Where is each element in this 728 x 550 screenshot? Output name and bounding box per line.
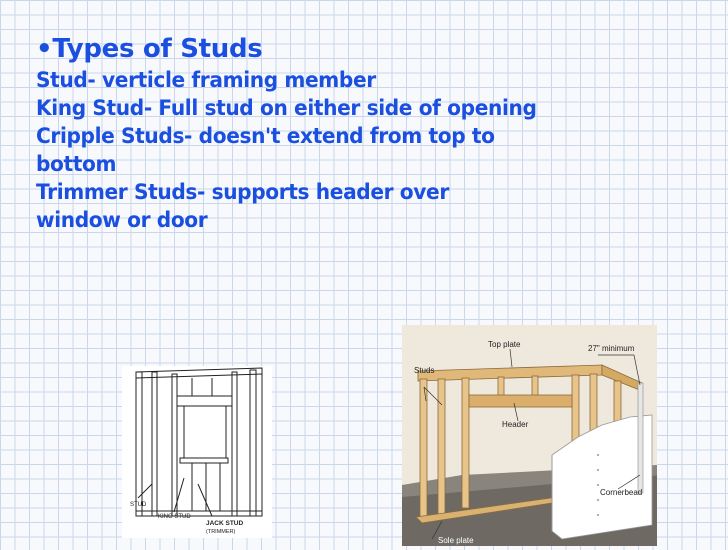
studs-label: Studs <box>414 366 434 375</box>
line-cripple-studs-cont: bottom <box>36 152 117 176</box>
king-stud-label: KING STUD <box>158 514 191 520</box>
minimum-label: 27" minimum <box>588 344 635 353</box>
header-label: Header <box>502 420 529 429</box>
wall-framing-line-drawing: STUD KING STUD JACK STUD (TRIMMER) <box>122 366 272 538</box>
slide-title: •Types of Studs <box>36 34 263 64</box>
line-cripple-studs: Cripple Studs- doesn't extend from top t… <box>36 124 495 148</box>
wall-framing-illustration: Top plate 27" minimum Studs Header Corne… <box>402 325 657 546</box>
jack-stud-label: JACK STUD <box>206 520 244 527</box>
sole-plate-label: Sole plate <box>438 536 474 545</box>
top-plate-label: Top plate <box>488 340 521 349</box>
line-stud: Stud- verticle framing member <box>36 68 376 92</box>
line-trimmer-studs-cont: window or door <box>36 208 208 232</box>
stud-label: STUD <box>130 502 147 508</box>
cornerbead-label: Cornerbead <box>600 488 642 497</box>
line-king-stud: King Stud- Full stud on either side of o… <box>36 96 537 120</box>
trimmer-label: (TRIMMER) <box>206 529 235 535</box>
slide-text-block: •Types of Studs Stud- verticle framing m… <box>36 32 716 234</box>
line-trimmer-studs: Trimmer Studs- supports header over <box>36 180 449 204</box>
